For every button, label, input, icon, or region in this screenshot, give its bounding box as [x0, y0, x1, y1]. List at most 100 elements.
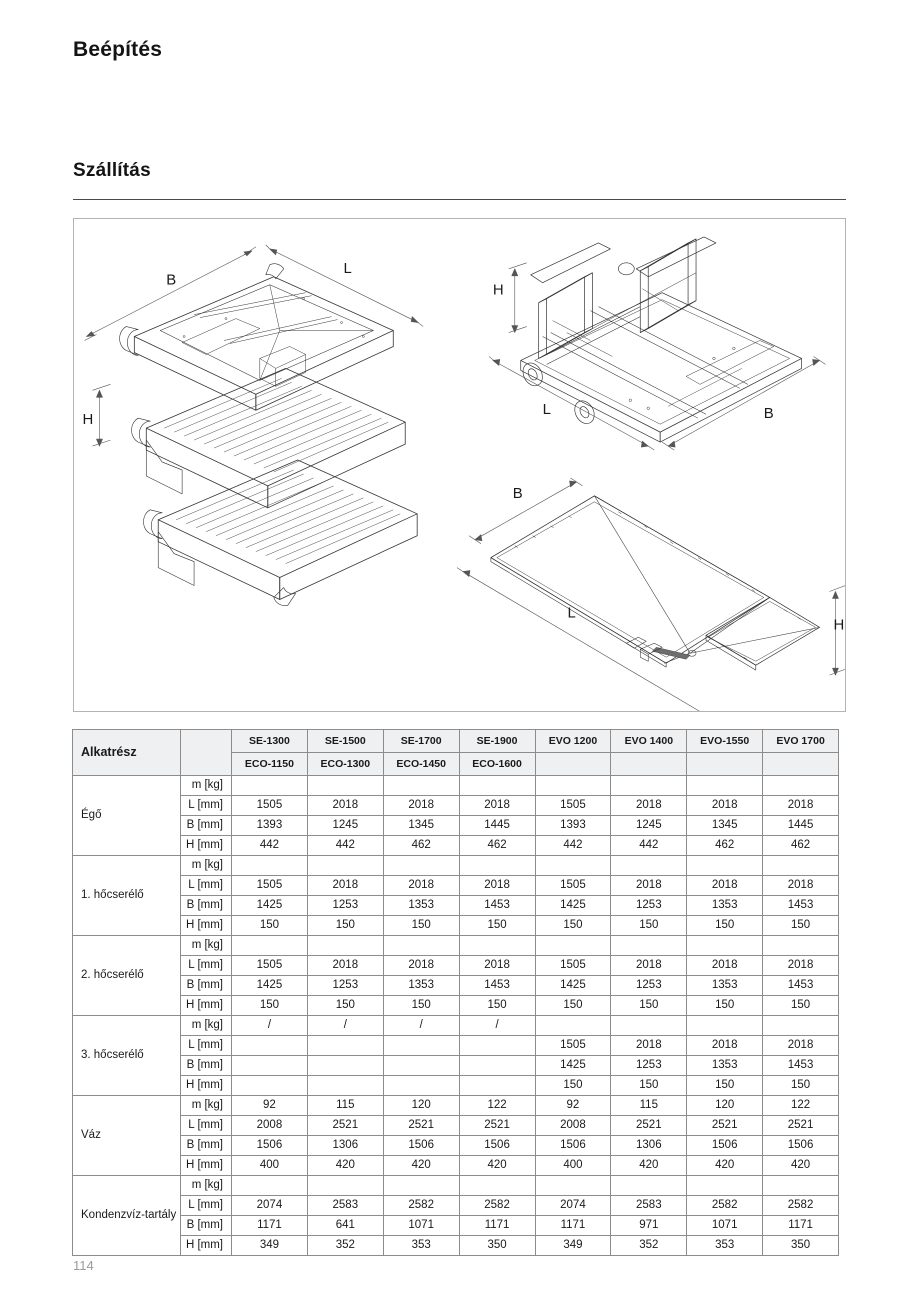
table-cell: [534, 1175, 612, 1196]
row-metric-label: B [mm]: [180, 815, 232, 836]
table-cell: /: [306, 1015, 384, 1036]
table-cell: [458, 935, 536, 956]
table-cell: [534, 855, 612, 876]
table-cell: 2582: [762, 1195, 839, 1216]
table-cell: 2018: [686, 1035, 764, 1056]
table-cell: 2583: [610, 1195, 688, 1216]
header-model-bottom-4: ECO-1600: [458, 752, 536, 776]
table-cell: 1506: [382, 1135, 460, 1156]
table-cell: 150: [762, 1075, 839, 1096]
row-metric-label: m [kg]: [180, 1015, 232, 1036]
table-cell: [231, 1035, 308, 1056]
table-cell: 2521: [458, 1115, 536, 1136]
table-cell: [762, 775, 839, 796]
table-cell: 92: [534, 1095, 612, 1116]
table-cell: /: [382, 1015, 460, 1036]
table-cell: 462: [762, 835, 839, 856]
table-cell: /: [458, 1015, 536, 1036]
dim-label-h-view3: H: [833, 616, 844, 633]
header-model-bottom-5: [534, 752, 612, 776]
frame-chassis-view: [488, 236, 826, 451]
table-cell: [686, 775, 764, 796]
table-cell: [231, 935, 308, 956]
table-cell: 1506: [686, 1135, 764, 1156]
table-cell: 150: [686, 1075, 764, 1096]
table-cell: 1353: [686, 975, 764, 996]
table-cell: [382, 775, 460, 796]
table-cell: 1393: [231, 815, 308, 836]
table-cell: 2018: [686, 795, 764, 816]
table-cell: 462: [382, 835, 460, 856]
table-cell: 2018: [762, 795, 839, 816]
table-cell: 1071: [382, 1215, 460, 1236]
table-cell: 2008: [231, 1115, 308, 1136]
table-cell: 420: [610, 1155, 688, 1176]
table-cell: 1425: [534, 975, 612, 996]
header-model-bottom-6: [610, 752, 688, 776]
table-cell: [686, 855, 764, 876]
table-cell: 1425: [231, 895, 308, 916]
dim-label-b-view3: B: [513, 485, 523, 502]
table-cell: 2018: [762, 875, 839, 896]
table-cell: [306, 1035, 384, 1056]
header-model-top-1: SE-1300: [231, 729, 308, 753]
table-cell: 150: [231, 915, 308, 936]
dim-label-l-view1: L: [343, 260, 351, 277]
header-model-bottom-1: ECO-1150: [231, 752, 308, 776]
table-cell: 150: [382, 915, 460, 936]
table-cell: 150: [534, 995, 612, 1016]
table-cell: 1425: [534, 895, 612, 916]
table-cell: 150: [458, 995, 536, 1016]
page-number: 114: [73, 1258, 94, 1273]
table-cell: 120: [686, 1095, 764, 1116]
header-metric-blank: [180, 729, 232, 776]
row-group-label: 1. hőcserélő: [72, 855, 181, 936]
table-cell: 92: [231, 1095, 308, 1116]
header-model-top-8: EVO 1700: [762, 729, 839, 753]
row-metric-label: L [mm]: [180, 875, 232, 896]
table-cell: 1453: [458, 975, 536, 996]
table-cell: 1171: [231, 1215, 308, 1236]
table-cell: 1506: [231, 1135, 308, 1156]
table-cell: [231, 1075, 308, 1096]
table-cell: [534, 935, 612, 956]
table-cell: 115: [306, 1095, 384, 1116]
table-cell: 1453: [762, 1055, 839, 1076]
table-cell: 2018: [610, 955, 688, 976]
table-cell: 150: [306, 995, 384, 1016]
table-cell: 1171: [762, 1215, 839, 1236]
table-cell: 150: [534, 1075, 612, 1096]
row-group-label: Váz: [72, 1095, 181, 1176]
table-cell: 1253: [306, 895, 384, 916]
table-cell: 150: [231, 995, 308, 1016]
table-cell: [610, 1175, 688, 1196]
row-metric-label: L [mm]: [180, 1195, 232, 1216]
table-cell: 1245: [610, 815, 688, 836]
table-cell: [306, 1175, 384, 1196]
row-metric-label: m [kg]: [180, 1175, 232, 1196]
row-group-label: Kondenzvíz-tartály: [72, 1175, 181, 1256]
table-cell: 1453: [458, 895, 536, 916]
table-cell: 420: [306, 1155, 384, 1176]
table-cell: 349: [231, 1235, 308, 1256]
table-cell: 1425: [534, 1055, 612, 1076]
table-cell: [610, 775, 688, 796]
row-metric-label: L [mm]: [180, 795, 232, 816]
header-model-bottom-2: ECO-1300: [306, 752, 384, 776]
table-cell: 2018: [610, 1035, 688, 1056]
row-group-label: 2. hőcserélő: [72, 935, 181, 1016]
table-cell: [686, 935, 764, 956]
table-cell: 353: [382, 1235, 460, 1256]
row-metric-label: H [mm]: [180, 995, 232, 1016]
table-cell: 1506: [458, 1135, 536, 1156]
table-cell: 1353: [382, 895, 460, 916]
table-cell: [382, 1175, 460, 1196]
section-divider: [73, 199, 846, 200]
